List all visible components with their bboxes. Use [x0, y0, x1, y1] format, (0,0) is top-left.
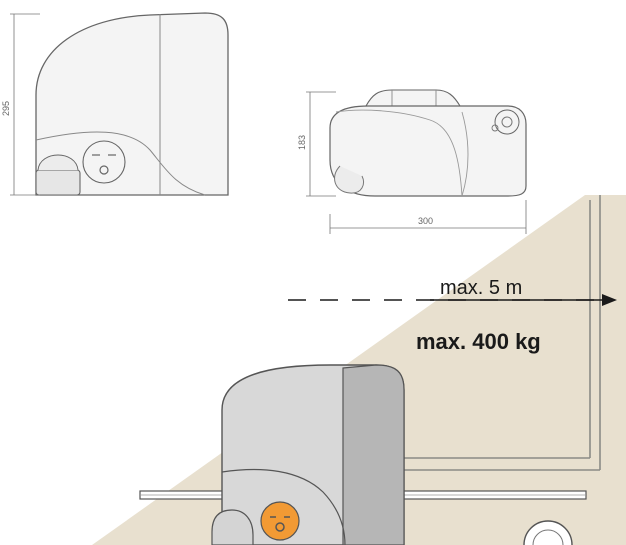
top-width-label: 300: [418, 216, 433, 226]
gate-frame: [390, 195, 601, 471]
max-length-arrow: [288, 294, 617, 306]
max-length-label: max. 5 m: [440, 277, 522, 299]
top-height-dimension: [306, 91, 336, 197]
release-knob-face: [270, 516, 290, 532]
gate-wheel: [523, 520, 573, 545]
top-view: 183 300: [297, 89, 527, 234]
motor-scene-curve: [221, 468, 346, 545]
top-view-release-knob: [494, 109, 520, 135]
side-view-pinion-cover: [35, 169, 81, 196]
top-height-label: 183: [297, 135, 307, 150]
side-view: 295: [1, 12, 229, 196]
side-height-label: 295: [1, 101, 11, 116]
top-width-dimension: [329, 200, 527, 234]
side-view-curve: [35, 131, 206, 196]
motor-scene-side-panel: [342, 364, 405, 545]
side-height-dimension: [10, 13, 40, 196]
side-view-body: [35, 12, 229, 196]
top-view-handle: [365, 89, 461, 107]
max-weight-label: max. 400 kg: [416, 329, 541, 354]
motor-scene: [211, 364, 405, 545]
side-view-release-knob: [82, 140, 126, 184]
motor-scene-pinion-cover: [211, 509, 254, 545]
release-knob: [260, 501, 300, 541]
